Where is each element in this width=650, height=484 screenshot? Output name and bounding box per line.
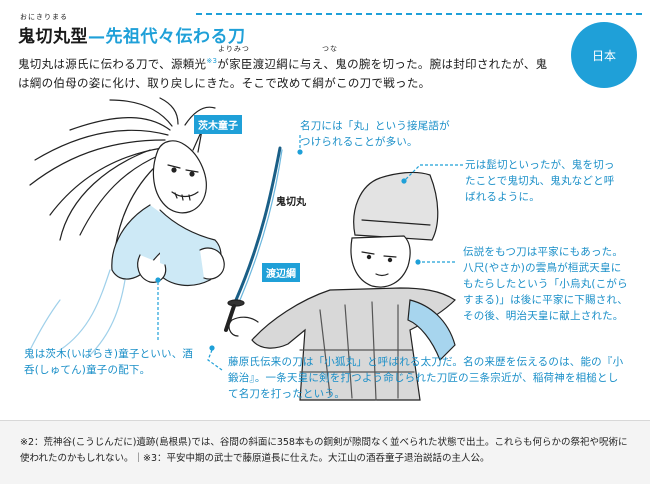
leader-fujiwara: [207, 349, 223, 371]
samurai-body: [228, 287, 456, 401]
demon-head: [152, 129, 207, 214]
footnotes-panel: ※2：荒神谷(こうじんだに)遺跡(島根県)では、谷間の斜面に358本もの銅剣が隙…: [0, 420, 650, 484]
leader-higekiri: [404, 164, 463, 181]
samurai-eboshi: [353, 171, 439, 241]
footnote-ref: ※3: [206, 57, 218, 65]
page-title: 鬼切丸型—先祖代々伝わる刀: [18, 22, 246, 47]
title-ruby: おにきりまる: [20, 13, 68, 21]
note-heike-kogarasumaru: 伝説をもつ刀は平家にもあった。八尺(やさか)の雲鳥が桓武天皇にもたらしたという「…: [463, 246, 628, 322]
ruby-tsuna: つな: [322, 45, 338, 53]
note-higekiri: 元は髭切といったが、鬼を切ったことで鬼切丸、鬼丸などと呼ばれるように。: [465, 159, 615, 203]
ruby-yorimitsu: よりみつ: [218, 45, 250, 53]
note-fujiwara-kogitsunemaru: 藤原氏伝来の刀は「小狐丸」と呼ばれる太刀だ。名の来歴を伝えるのは、能の『小鍛治』…: [228, 356, 624, 400]
intro-text-part2: が家臣渡辺綱に与え、鬼の腕を切った。腕は封印されたが、鬼は綱の伯母の姿に化け、取…: [18, 56, 548, 90]
demon-body: [29, 204, 225, 356]
header-dashed-rule: [196, 13, 642, 15]
sword-onikirimaru: [224, 146, 283, 332]
demon-hair: [29, 97, 216, 251]
label-onikirimaru: 鬼切丸: [276, 197, 306, 208]
label-ibaraki-doji: 茨木童子: [194, 115, 242, 134]
label-watanabe-no-tsuna: 渡辺綱: [262, 263, 300, 282]
samurai-face: [350, 235, 411, 288]
intro-paragraph: 鬼切丸は源氏に伝わる刀で、源頼光※3が家臣渡辺綱に与え、鬼の腕を切った。腕は封印…: [18, 52, 558, 93]
illustration: [29, 97, 463, 401]
title-main: 鬼切丸型: [18, 27, 88, 47]
title-subtitle: —先祖代々伝わる刀: [88, 27, 246, 47]
note-ibaraki-description: 鬼は茨木(いばらき)童子といい、酒呑(しゅてん)童子の配下。: [24, 348, 194, 376]
note-name-suffix: 名刀には「丸」という接尾語がつけられることが多い。: [300, 120, 450, 148]
intro-text-part1: 鬼切丸は源氏に伝わる刀で、源頼光: [18, 56, 207, 71]
region-badge: 日本: [571, 22, 637, 88]
footnotes-text: ※2：荒神谷(こうじんだに)遺跡(島根県)では、谷間の斜面に358本もの銅剣が隙…: [20, 437, 628, 464]
